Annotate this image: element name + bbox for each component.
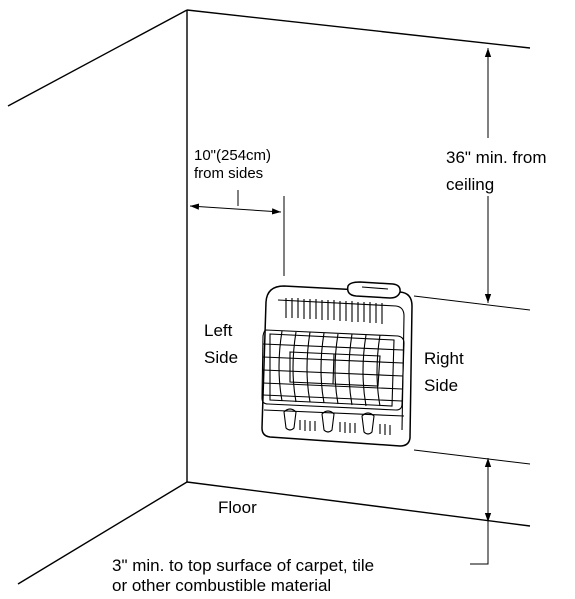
- control-knob-detail: [361, 286, 389, 290]
- heater-inner-frame: [277, 299, 405, 431]
- bottom-feet: [283, 408, 375, 435]
- side-clearance-dimension: 10"(254cm) from sides: [189, 147, 285, 276]
- ceiling-clearance-dimension: 36" min. from ceiling: [413, 48, 575, 311]
- floor-clearance-label-1: 3" min. to top surface of carpet, tile: [112, 556, 374, 575]
- ceiling-clearance-label-1: 36" min. from: [446, 148, 547, 167]
- right-side-label-2: Side: [424, 376, 458, 395]
- floor-clearance-label-2: or other combustible material: [112, 576, 331, 594]
- side-clearance-label-1: 10"(254cm): [194, 147, 271, 164]
- side-clearance-label-2: from sides: [194, 165, 263, 182]
- floor-clearance-dimension: Floor 3" min. to top surface of carpet, …: [112, 449, 531, 595]
- ceiling-clearance-label-2: ceiling: [446, 175, 494, 194]
- floor-clearance-leader: [470, 522, 489, 565]
- room-walls: [7, 9, 531, 585]
- wall-heater: [261, 281, 413, 447]
- base-line: [263, 409, 405, 417]
- heater-body: [261, 285, 413, 447]
- ceiling-limit-line: [413, 295, 531, 311]
- ceiling-label-bg: [440, 138, 575, 196]
- left-floor-edge: [17, 481, 188, 585]
- left-wall-top-edge: [7, 9, 188, 107]
- burner-divider: [332, 353, 335, 385]
- side-clearance-arrow: [189, 203, 282, 215]
- grille-frame: [261, 329, 405, 411]
- floor-limit-line: [413, 449, 531, 465]
- bottom-vents: [299, 420, 391, 435]
- right-wall-top-edge: [186, 9, 531, 49]
- floor-label: Floor: [218, 498, 257, 517]
- grille-inner: [269, 333, 395, 407]
- left-side-label-1: Left: [204, 321, 233, 340]
- burner-panel: [289, 351, 381, 387]
- control-knob: [346, 281, 401, 299]
- left-side-label-2: Side: [204, 348, 238, 367]
- right-side-label-1: Right: [424, 349, 464, 368]
- top-louvers: [285, 298, 383, 324]
- right-floor-edge: [186, 481, 531, 527]
